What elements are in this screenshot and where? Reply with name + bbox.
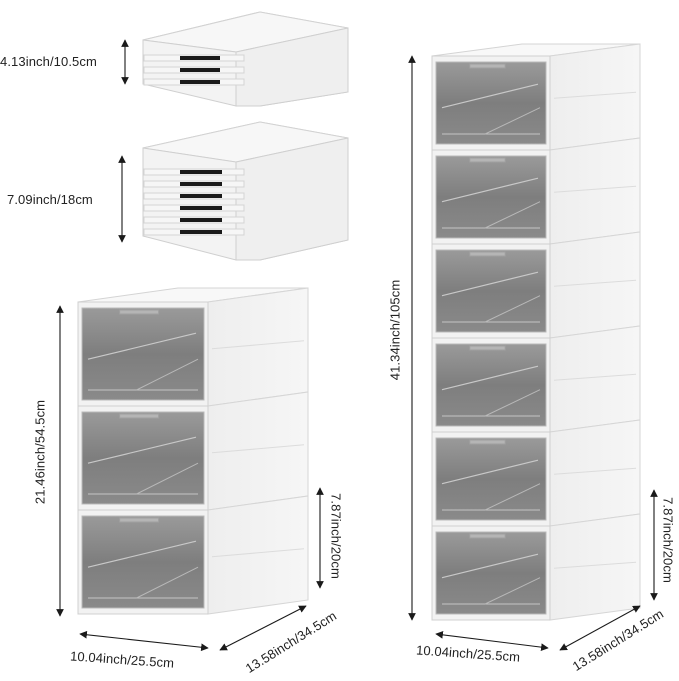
transparent-door [435,437,547,521]
folded-small-height-label: 4.13inch/10.5cm [0,54,97,69]
slot-line [180,182,222,186]
door-handle [119,413,160,419]
slot-line [180,218,222,222]
stack6-height-label: 41.34inch/105cm [387,279,403,381]
stack3-box-height-label: 7.87inch/20cm [328,493,344,579]
door-handle [469,439,506,445]
door-handle [469,345,506,351]
stack3-height-label: 21.46inch/54.5cm [32,399,48,505]
storage-box [431,419,641,527]
folded-box-small [142,11,349,107]
transparent-door [81,515,205,609]
stack-three-boxes [77,287,309,615]
stack6-box-height-label: 7.87inch/20cm [660,497,676,583]
slot-line [180,170,222,174]
storage-box [431,137,641,245]
storage-box [77,391,309,511]
transparent-door [81,307,205,401]
door-handle [119,309,160,315]
storage-box [431,231,641,339]
storage-box [77,495,309,615]
transparent-door [435,343,547,427]
door-handle [469,63,506,69]
slot-line [180,80,220,84]
dimension-arrows [56,39,658,652]
transparent-door [435,249,547,333]
storage-box [431,513,641,621]
door-handle [469,157,506,163]
door-handle [469,251,506,257]
slot-line [180,68,220,72]
transparent-door [435,155,547,239]
stack-six-boxes [431,43,641,621]
transparent-door [435,61,547,145]
slot-line [180,206,222,210]
storage-box [77,287,309,407]
slot-line [180,56,220,60]
door-handle [119,517,160,523]
folded-large-height-label: 7.09inch/18cm [7,192,93,207]
door-handle [469,533,506,539]
folded-box-large [142,121,349,261]
slot-line [180,230,222,234]
transparent-door [435,531,547,615]
storage-box [431,325,641,433]
storage-box [431,43,641,151]
transparent-door [81,411,205,505]
slot-line [180,194,222,198]
